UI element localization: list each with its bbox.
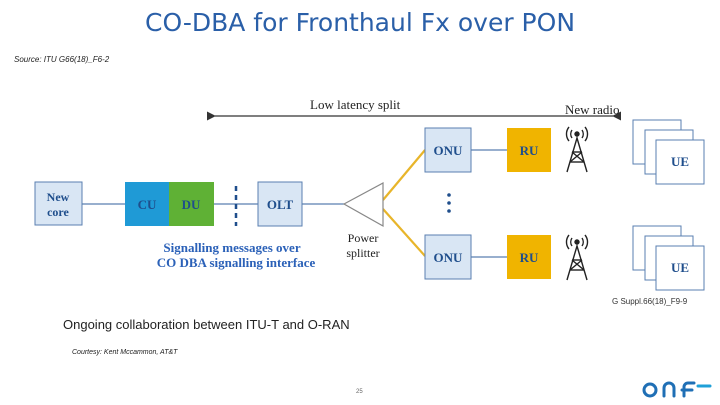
more-branches-dots [447,193,451,213]
du-label: DU [182,197,201,212]
ru-label-top: RU [520,143,539,158]
power-splitter [342,181,384,228]
cu-label: CU [138,197,157,212]
splitter-label-line1: Power [348,231,379,245]
ue-stack-top: UE [632,119,705,185]
courtesy-note: Courtesy: Kent Mccammon, AT&T [72,349,178,356]
ru-box-top: RU [507,128,551,172]
olt-label: OLT [267,197,294,212]
ru-label-bottom: RU [520,250,539,265]
onu-box-bottom: ONU [424,234,472,280]
ue-stack-bottom: UE [632,225,705,291]
onu-box-top: ONU [424,127,472,173]
onu-label-top: ONU [434,143,464,158]
olt-box: OLT [257,181,303,227]
source-note: Source: ITU G66(18)_F6-2 [14,55,110,64]
onu-label-bottom: ONU [434,250,464,265]
onf-logo: onf [642,381,712,398]
signalling-label-line1: Signalling messages over [163,240,300,255]
radio-tower-icon-bottom [565,234,589,281]
new-radio-label: New radio [565,102,620,117]
splitter-label-line2: splitter [346,246,379,260]
new-core-box: New core [34,181,83,226]
figure-reference: G Suppl.66(18)_F9-9 [612,297,688,306]
cu-box: CU [125,182,169,226]
page-number: 25 [356,389,363,395]
radio-tower-icon-top [565,126,589,173]
signalling-label-line2: CO DBA signalling interface [157,255,316,270]
ue-label-top: UE [671,154,689,169]
ue-label-bottom: UE [671,260,689,275]
du-box: DU [169,182,214,226]
ru-box-bottom: RU [507,235,551,279]
new-core-label-line1: New [47,190,70,204]
new-core-label-line2: core [47,205,69,219]
low-latency-label: Low latency split [310,97,401,112]
slide-title: CO-DBA for Fronthaul Fx over PON [144,8,576,37]
collaboration-caption: Ongoing collaboration between ITU-T and … [63,317,350,332]
